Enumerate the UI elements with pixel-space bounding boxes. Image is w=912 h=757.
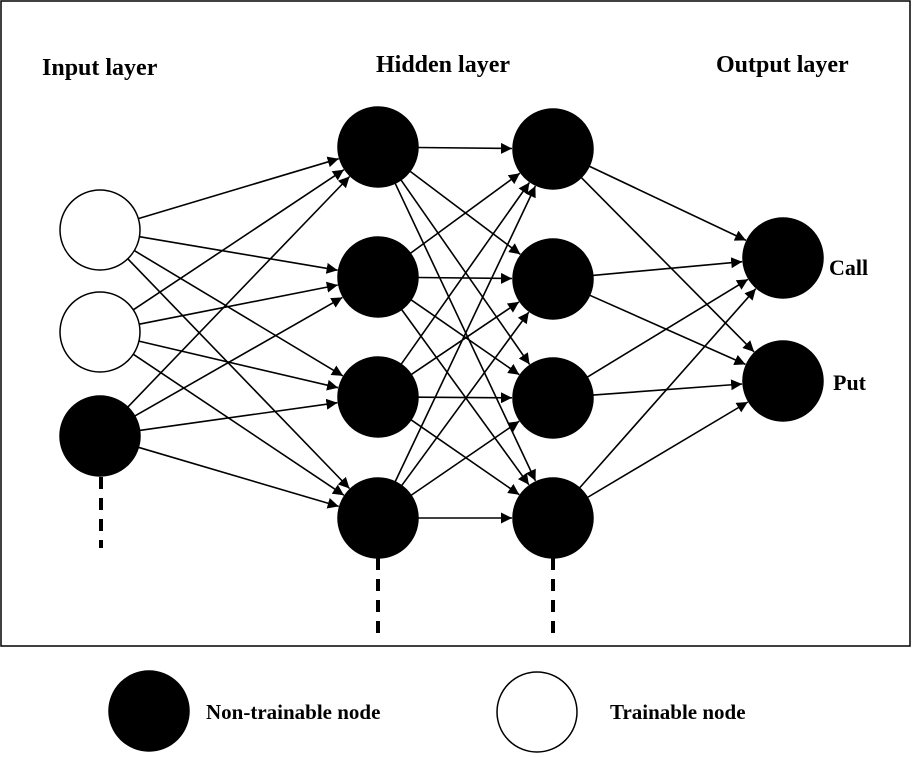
edge-hidden2-3-to-output-1	[586, 278, 749, 378]
hidden-layer-title: Hidden layer	[376, 52, 510, 78]
input-node-2	[59, 291, 141, 373]
edge-hidden1-4-to-hidden2-3	[410, 420, 520, 497]
hidden1-node-2	[337, 236, 419, 318]
edge-input-2-to-hidden1-4	[132, 353, 345, 496]
connections	[127, 142, 757, 524]
edge-hidden1-3-to-hidden2-4	[410, 419, 520, 496]
edge-hidden2-2-to-output-1	[592, 257, 743, 277]
edge-hidden2-4-to-output-1	[578, 288, 757, 489]
legend-non-trainable-label: Non-trainable node	[206, 700, 380, 724]
hidden1-node-1	[337, 106, 419, 188]
edge-hidden1-4-to-hidden2-1	[394, 185, 537, 483]
edge-input-1-to-hidden1-1	[138, 156, 339, 220]
legend-trainable-node	[496, 671, 578, 753]
edge-input-3-to-hidden1-2	[134, 296, 343, 417]
edge-hidden2-1-to-output-1	[588, 165, 747, 242]
hidden2-node-1	[512, 108, 594, 190]
edge-hidden1-2-to-hidden2-2	[417, 272, 513, 284]
diagram-frame	[0, 0, 911, 647]
legend-non-trainable-node	[108, 670, 190, 752]
legend-trainable-label: Trainable node	[610, 700, 746, 724]
input-layer-title: Input layer	[42, 55, 158, 81]
edge-input-3-to-hidden1-4	[138, 446, 339, 509]
hidden2-node-4	[512, 477, 594, 559]
edge-hidden2-2-to-output-2	[589, 294, 746, 366]
output-node-1	[742, 217, 824, 299]
edge-hidden2-4-to-output-2	[586, 401, 749, 499]
edge-hidden1-2-to-hidden2-3	[410, 299, 520, 376]
edge-input-2-to-hidden1-3	[138, 340, 339, 391]
hidden1-node-3	[337, 356, 419, 438]
nodes	[59, 106, 824, 559]
edge-input-2-to-hidden1-1	[132, 169, 345, 311]
edge-input-2-to-hidden1-2	[139, 281, 338, 325]
edge-input-1-to-hidden1-4	[127, 258, 351, 490]
edge-hidden1-3-to-hidden2-1	[400, 182, 531, 365]
output-node-2	[742, 340, 824, 422]
legend: Non-trainable node Trainable node	[108, 670, 746, 753]
edge-input-3-to-hidden1-1	[127, 175, 351, 408]
edge-hidden1-4-to-hidden2-2	[400, 311, 530, 487]
edge-hidden1-1-to-hidden2-1	[417, 142, 513, 154]
output-layer-title: Output layer	[716, 52, 849, 78]
edge-hidden1-2-to-hidden2-1	[409, 172, 521, 255]
input-node-3	[59, 395, 141, 477]
edge-input-1-to-hidden1-3	[133, 249, 344, 377]
edge-hidden1-3-to-hidden2-3	[417, 392, 513, 404]
edge-input-3-to-hidden1-3	[139, 398, 338, 432]
output-label-call: Call	[829, 255, 868, 280]
continuation-markers	[99, 477, 555, 638]
hidden2-node-2	[512, 238, 594, 320]
hidden1-node-4	[337, 477, 419, 559]
output-label-put: Put	[833, 370, 867, 395]
input-node-1	[59, 189, 141, 271]
hidden2-node-3	[512, 357, 594, 439]
edge-hidden1-3-to-hidden2-2	[410, 301, 520, 376]
edge-input-1-to-hidden1-2	[139, 235, 338, 274]
